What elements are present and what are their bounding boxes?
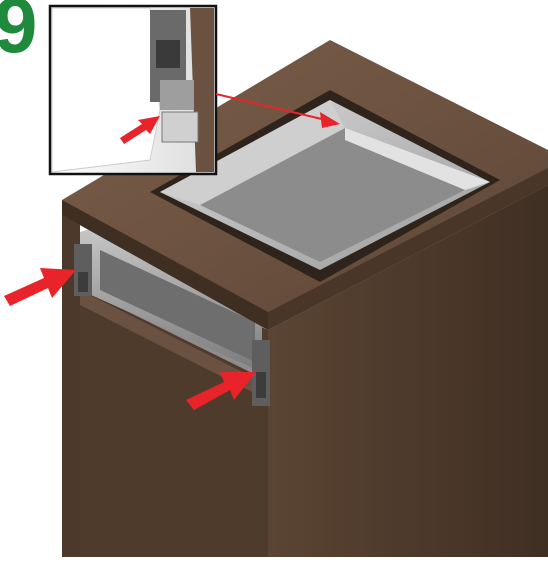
detail-runner-clip [160, 80, 194, 110]
cabinet-top-edge [62, 200, 268, 330]
cabinet-right-panel [268, 185, 548, 557]
detail-runner-hook [156, 40, 180, 68]
red-arrow-icon [215, 93, 340, 128]
cabinet-top-side-edge [268, 168, 548, 330]
detail-drawer-panel [51, 7, 161, 173]
red-arrow-icon [4, 268, 76, 306]
upper-drawer-right-wall [345, 128, 490, 190]
red-arrow-icon [186, 372, 256, 410]
right-runner-clip [256, 372, 266, 398]
red-arrow-icon [120, 116, 160, 144]
detail-runner-bracket [161, 111, 199, 143]
lower-drawer-inner [100, 250, 255, 362]
upper-drawer-left-wall [160, 100, 345, 205]
step-number: 9 [0, 0, 38, 69]
left-runner-clip [78, 272, 88, 292]
